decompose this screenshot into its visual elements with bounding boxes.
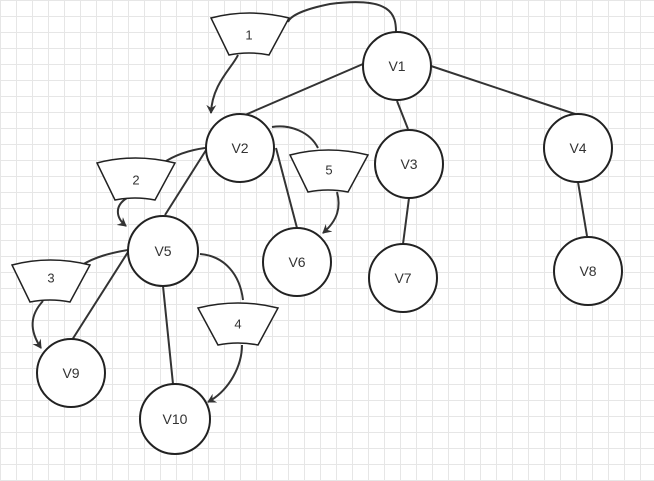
node-v9: V9	[36, 338, 106, 408]
node-label: V8	[579, 263, 596, 279]
step-badge-2: 2	[95, 157, 177, 201]
node-v1: V1	[362, 31, 432, 101]
node-v5: V5	[127, 215, 199, 287]
node-v8: V8	[553, 236, 623, 306]
arrow-step-2-head	[116, 197, 128, 227]
arrow-step-1	[287, 1, 397, 33]
node-v4: V4	[543, 113, 613, 183]
node-v6: V6	[262, 227, 332, 297]
edge-v1-v4	[430, 65, 579, 116]
arrow-step-5	[271, 125, 319, 149]
arrow-step-3	[81, 249, 129, 266]
edge-v3-v7	[402, 197, 410, 245]
edge-v4-v8	[577, 181, 588, 237]
node-v10: V10	[139, 383, 211, 455]
edge-v1-v2	[237, 63, 364, 119]
arrow-step-1-head	[206, 54, 239, 114]
step-badge-label: 4	[234, 317, 241, 332]
node-label: V7	[394, 270, 411, 286]
edge-v5-v9	[71, 251, 129, 341]
node-label: V4	[569, 140, 586, 156]
edge-v2-v5	[164, 146, 209, 216]
edge-v1-v3	[396, 100, 409, 130]
step-badge-5: 5	[288, 149, 370, 193]
step-badge-label: 3	[47, 271, 54, 286]
step-badge-4: 4	[196, 302, 280, 346]
node-label: V6	[288, 254, 305, 270]
arrow-step-4-head	[207, 344, 243, 403]
node-label: V9	[62, 365, 79, 381]
arrow-step-3-head	[31, 300, 44, 349]
tree-edges	[71, 63, 588, 385]
step-badge-label: 2	[132, 173, 139, 188]
step-badge-label: 1	[245, 28, 252, 43]
node-v7: V7	[368, 243, 438, 313]
arrow-step-5-head	[322, 191, 340, 234]
node-label: V2	[231, 140, 248, 156]
step-badge-1: 1	[209, 12, 291, 56]
node-label: V10	[163, 411, 188, 427]
edge-v5-v10	[162, 285, 174, 385]
node-label: V1	[388, 58, 405, 74]
step-badge-3: 3	[10, 259, 92, 303]
step-badge-label: 5	[325, 163, 332, 178]
node-v2: V2	[205, 113, 275, 183]
edge-v2-v6	[275, 147, 298, 229]
traversal-arrows	[31, 1, 397, 403]
arrow-step-4	[199, 253, 244, 301]
node-label: V3	[400, 156, 417, 172]
node-label: V5	[154, 243, 171, 259]
node-v3: V3	[374, 129, 444, 199]
